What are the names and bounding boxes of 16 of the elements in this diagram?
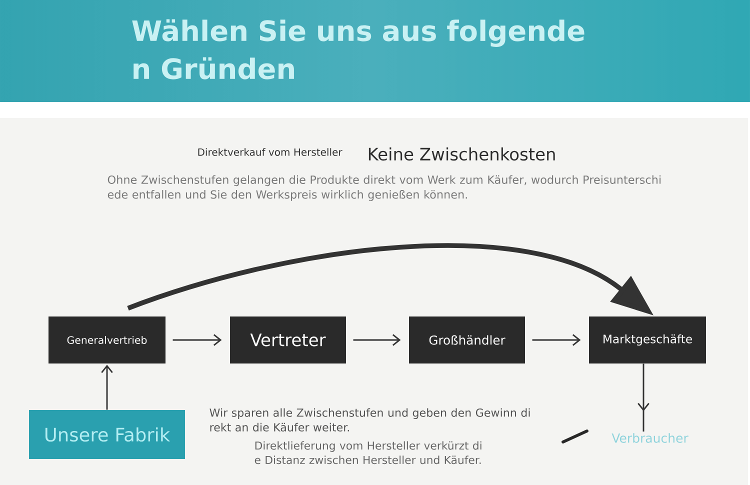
note-text: Wir sparen alle Zwischenstufen und geben den Gewinn di rekt an die Käufer weiter. (210, 408, 530, 432)
heading: Keine Zwischenkosten (368, 147, 555, 161)
arrow (532, 334, 581, 346)
subheading: Direktverkauf vom Hersteller (198, 148, 342, 156)
arrow (172, 334, 222, 346)
process-box: Marktgeschäfte (589, 316, 706, 364)
arrow (101, 364, 113, 410)
bare-label: Verbraucher (612, 433, 688, 443)
process-box: Generalvertrieb (48, 316, 166, 364)
description-text: Ohne Zwischenstufen gelangen die Produkte direkt vom Werk zum Käufer, wodurch Preisunterschi ede entfallen und Sie den Werkspreis wirklich genießen können. (108, 175, 661, 201)
process-box: Großhändler (409, 316, 525, 364)
arrow (353, 334, 401, 346)
factory-box: Unsere Fabrik (29, 410, 185, 459)
process-box: Vertreter (230, 316, 346, 364)
note-text: Direktlieferung vom Hersteller verkürzt di e Distanz zwischen Hersteller und Käufer. (254, 441, 482, 464)
title: Wählen Sie uns aus folgende n Gründen (132, 19, 584, 80)
